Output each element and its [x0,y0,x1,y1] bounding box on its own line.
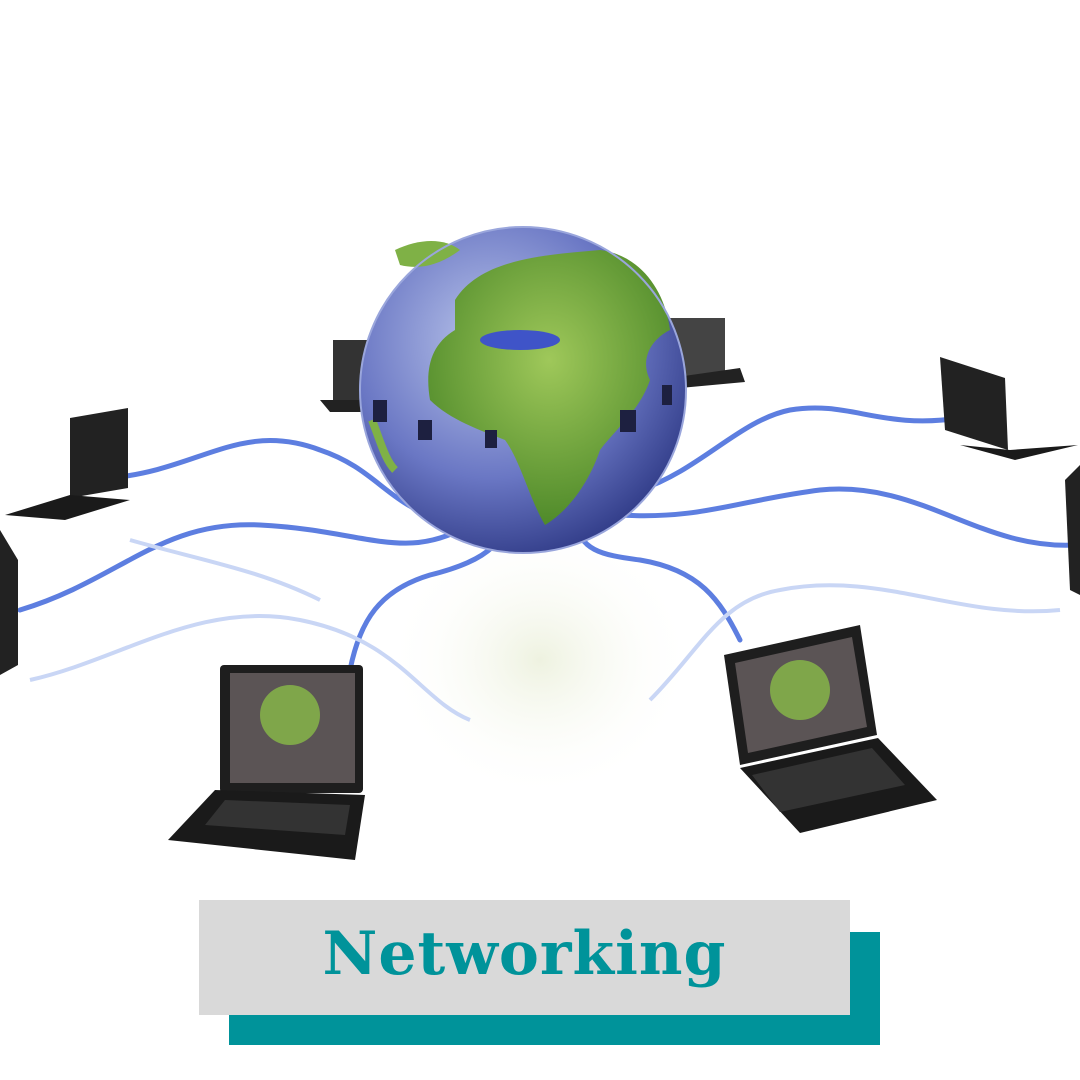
laptop-icon [724,625,937,833]
laptop-icon [5,408,130,520]
laptop-icon [168,665,365,860]
laptop-icon [940,357,1078,460]
cable-reflection [29,538,1061,722]
laptop-icon [0,530,18,675]
laptop-icon [1065,465,1080,595]
globe-icon [359,226,687,554]
banner-title: Networking [322,918,727,989]
globe-reflection [385,520,695,800]
banner-box: Networking [199,900,850,1015]
